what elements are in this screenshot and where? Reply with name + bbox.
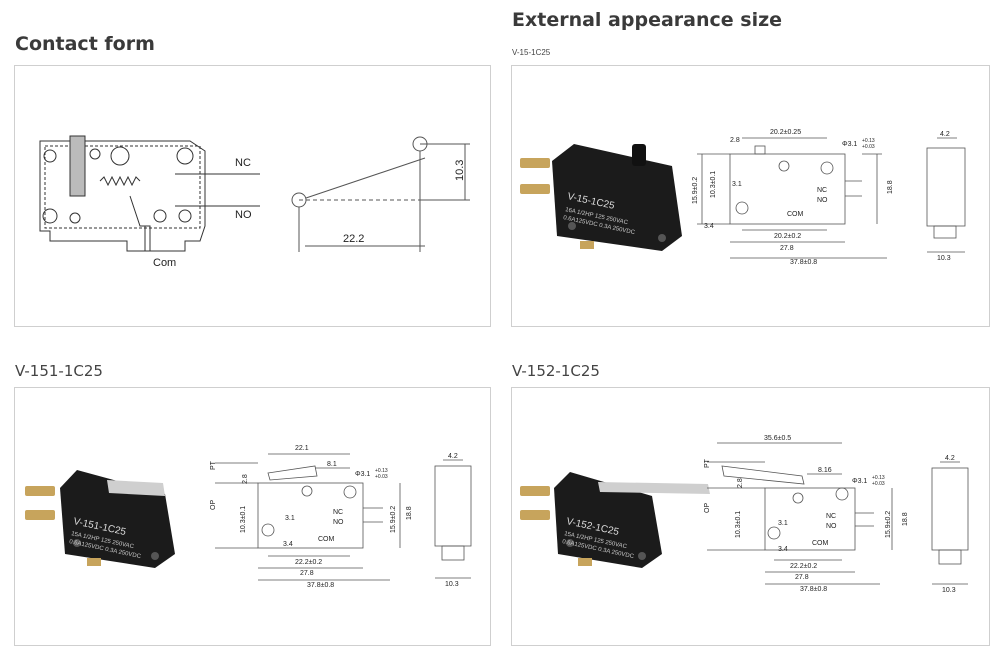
v151-diagram: V-151-1C25 15A 1/2HP 125 250VAC 0.6A125V… (25, 445, 472, 589)
v15-nc: NC (817, 187, 827, 194)
v15-d278: 27.8 (780, 245, 794, 252)
v152-d34: 3.4 (778, 546, 788, 553)
v151-d34: 3.4 (283, 541, 293, 548)
v151-front-drawing (215, 453, 472, 581)
v152-d28: 2.8 (737, 478, 744, 488)
v15-d28: 2.8 (730, 137, 740, 144)
v152-d222: 22.2±0.2 (790, 563, 817, 570)
v152-d103s: 10.3 (942, 587, 956, 594)
contact-form-diagram: NC NO Com 22.2 10.3 (39, 135, 470, 269)
v15-d159: 15.9±0.2 (692, 177, 699, 204)
v15-diagram: V-15-1C25 16A 1/2HP 125 250VAC 0.6A125VD… (520, 129, 966, 266)
com-label: Com (153, 257, 176, 269)
v152-front-drawing (707, 442, 969, 585)
v152-d278: 27.8 (795, 574, 809, 581)
contact-form-panel: NC NO Com 22.2 10.3 (14, 65, 491, 327)
v15-com: COM (787, 211, 804, 218)
external-size-heading: External appearance size (512, 9, 783, 31)
v151-d188: 18.8 (406, 506, 413, 520)
v152-d159: 15.9±0.2 (885, 511, 892, 538)
v152-panel: V-152-1C25 15A 1/2HP 125 250VAC 0.6A125V… (511, 387, 990, 646)
v152-d816: 8.16 (818, 467, 832, 474)
v15-front-drawing (697, 137, 966, 259)
v15-d202b: 20.2±0.2 (774, 233, 801, 240)
v15-switch-photo: V-15-1C25 16A 1/2HP 125 250VAC 0.6A125VD… (520, 144, 682, 251)
v151-com: COM (318, 536, 335, 543)
v15-d42: 4.2 (940, 131, 950, 138)
nc-label: NC (235, 157, 251, 169)
v152-d103: 10.3±0.1 (735, 511, 742, 538)
v152-diagram: V-152-1C25 15A 1/2HP 125 250VAC 0.6A125V… (520, 435, 969, 594)
v152-op: OP (704, 503, 711, 513)
v151-d378: 37.8±0.8 (307, 582, 334, 589)
v151-d42: 4.2 (448, 453, 458, 460)
v152-com: COM (812, 540, 829, 547)
v15-d103s: 10.3 (937, 255, 951, 262)
v152-phi: Φ3.1 (852, 478, 867, 485)
no-label: NO (235, 209, 252, 221)
v15-model-label: V-15-1C25 (512, 48, 551, 57)
v151-d103: 10.3±0.1 (240, 506, 247, 533)
v15-no: NO (817, 197, 828, 204)
v151-d221: 22.1 (295, 445, 309, 452)
v151-heading: V-151-1C25 (15, 362, 103, 380)
v152-d31: 3.1 (778, 520, 788, 527)
v152-d42: 4.2 (945, 455, 955, 462)
dim-10-3: 10.3 (454, 160, 466, 181)
v151-panel: V-151-1C25 15A 1/2HP 125 250VAC 0.6A125V… (14, 387, 491, 646)
v151-nc: NC (333, 509, 343, 516)
v151-tol-zero: +0.03 (375, 474, 388, 480)
v152-nc: NC (826, 513, 836, 520)
v151-tol-plus: +0.13 (375, 468, 388, 474)
v152-no: NO (826, 523, 837, 530)
v151-d222: 22.2±0.2 (295, 559, 322, 566)
v15-panel: V-15-1C25 16A 1/2HP 125 250VAC 0.6A125VD… (511, 65, 990, 327)
v151-pt: PT (210, 460, 217, 470)
v152-d378: 37.8±0.8 (800, 586, 827, 593)
v151-no: NO (333, 519, 344, 526)
v15-d34: 3.4 (704, 223, 714, 230)
v152-pt: PT (704, 458, 711, 468)
v151-switch-photo: V-151-1C25 15A 1/2HP 125 250VAC 0.6A125V… (25, 470, 175, 568)
v152-heading: V-152-1C25 (512, 362, 600, 380)
v152-tol-zero: +0.03 (872, 481, 885, 487)
v15-d103: 10.3±0.1 (710, 171, 717, 198)
v15-d31: 3.1 (732, 181, 742, 188)
v151-phi: Φ3.1 (355, 471, 370, 478)
v151-d31: 3.1 (285, 515, 295, 522)
dim-22-2: 22.2 (343, 233, 364, 245)
v151-d81: 8.1 (327, 461, 337, 468)
v151-d103s: 10.3 (445, 581, 459, 588)
v15-d188: 18.8 (887, 180, 894, 194)
v15-tol-zero: +0.03 (862, 144, 875, 150)
v15-d202: 20.2±0.25 (770, 129, 801, 136)
v152-switch-photo: V-152-1C25 15A 1/2HP 125 250VAC 0.6A125V… (520, 472, 710, 568)
v15-d378: 37.8±0.8 (790, 259, 817, 266)
v152-d356: 35.6±0.5 (764, 435, 791, 442)
v151-d278: 27.8 (300, 570, 314, 577)
v152-tol-plus: +0.13 (872, 475, 885, 481)
contact-form-heading: Contact form (15, 33, 155, 55)
v15-tol-plus: +0.13 (862, 138, 875, 144)
v151-d159: 15.9±0.2 (390, 506, 397, 533)
v15-phi: Φ3.1 (842, 141, 857, 148)
v151-d28: 2.8 (242, 474, 249, 484)
v152-d188: 18.8 (902, 512, 909, 526)
v151-op: OP (210, 500, 217, 510)
